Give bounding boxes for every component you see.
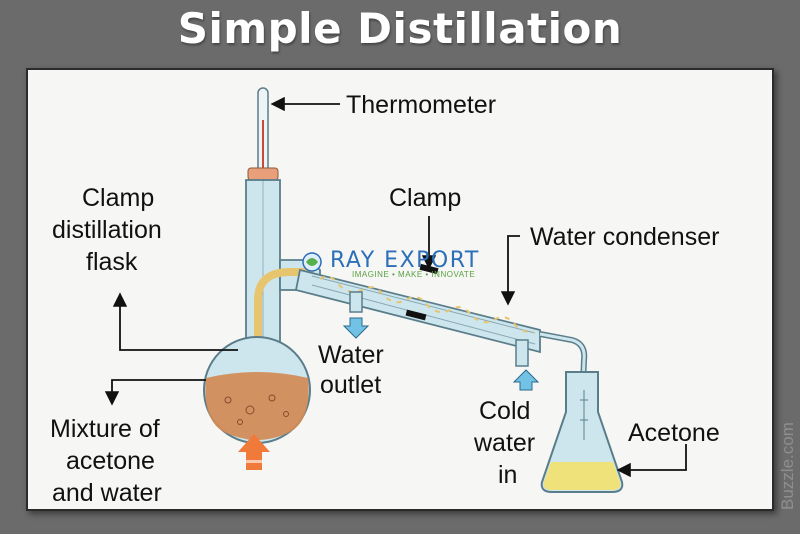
- logo-tagline: IMAGINE • MAKE • INNOVATE: [352, 270, 476, 279]
- label-line: distillation: [52, 216, 162, 244]
- label-line: and water: [52, 479, 162, 507]
- label-water-condenser: Water condenser: [530, 223, 720, 251]
- label-thermometer: Thermometer: [346, 91, 497, 119]
- label-acetone: Acetone: [628, 419, 720, 447]
- vapor-tube: [254, 268, 314, 379]
- watermark: Buzzle.com: [778, 400, 798, 530]
- page-title: Simple Distillation: [177, 4, 623, 53]
- heat-arrow-icon: [238, 434, 270, 470]
- still-head: [245, 179, 281, 356]
- watermark-text: Buzzle.com: [778, 422, 797, 510]
- receiving-flask: [540, 371, 624, 493]
- label-line: Cold: [479, 397, 531, 425]
- ray-export-logo-icon: [302, 252, 322, 272]
- label-line: Water: [318, 341, 384, 369]
- distillation-flask: [203, 336, 311, 444]
- label-line: acetone: [66, 447, 155, 475]
- label-clamp: Clamp: [389, 184, 462, 212]
- water-outlet-arrow-icon: [342, 317, 370, 339]
- label-line: water: [474, 429, 536, 457]
- label-line: Clamp: [82, 184, 155, 212]
- label-line: in: [498, 461, 518, 489]
- pointer-lines: [104, 96, 687, 478]
- diagram-panel: [26, 68, 774, 511]
- water-condenser: [294, 263, 541, 367]
- label-line: outlet: [320, 371, 382, 399]
- logo-name: RAY EXPORT: [330, 248, 480, 273]
- label-line: flask: [86, 248, 138, 276]
- water-inlet-arrow-icon: [512, 369, 540, 391]
- label-line: Mixture of: [50, 415, 160, 443]
